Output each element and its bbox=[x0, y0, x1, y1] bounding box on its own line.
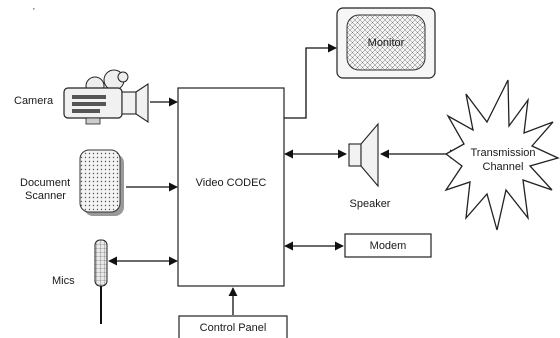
video-codec-block bbox=[177, 87, 285, 287]
monitor-icon bbox=[336, 7, 436, 79]
control-panel-label: Control Panel bbox=[200, 322, 267, 334]
monitor-arrow bbox=[284, 43, 337, 119]
document-scanner-icon bbox=[79, 149, 124, 216]
speaker-icon bbox=[348, 122, 379, 188]
modem-label: Modem bbox=[370, 240, 407, 252]
transmission-channel-burst bbox=[444, 79, 560, 231]
stray-mark: · bbox=[32, 3, 36, 15]
transmission-channel-label-line1: Transmission bbox=[471, 147, 536, 159]
transmission-channel-label-line2: Channel bbox=[483, 161, 524, 173]
document-scanner-label-line2: Scanner bbox=[25, 190, 66, 202]
video-codec-label: Video CODEC bbox=[196, 177, 267, 189]
speaker-label: Speaker bbox=[350, 198, 391, 210]
camera-icon bbox=[63, 69, 149, 125]
modem-block bbox=[344, 233, 432, 258]
control-panel-block bbox=[178, 315, 288, 338]
monitor-label: Monitor bbox=[368, 37, 405, 49]
camera-label: Camera bbox=[14, 95, 54, 107]
microphone-icon bbox=[94, 239, 108, 324]
document-scanner-label-line1: Document bbox=[20, 177, 70, 189]
mics-label: Mics bbox=[52, 275, 75, 287]
